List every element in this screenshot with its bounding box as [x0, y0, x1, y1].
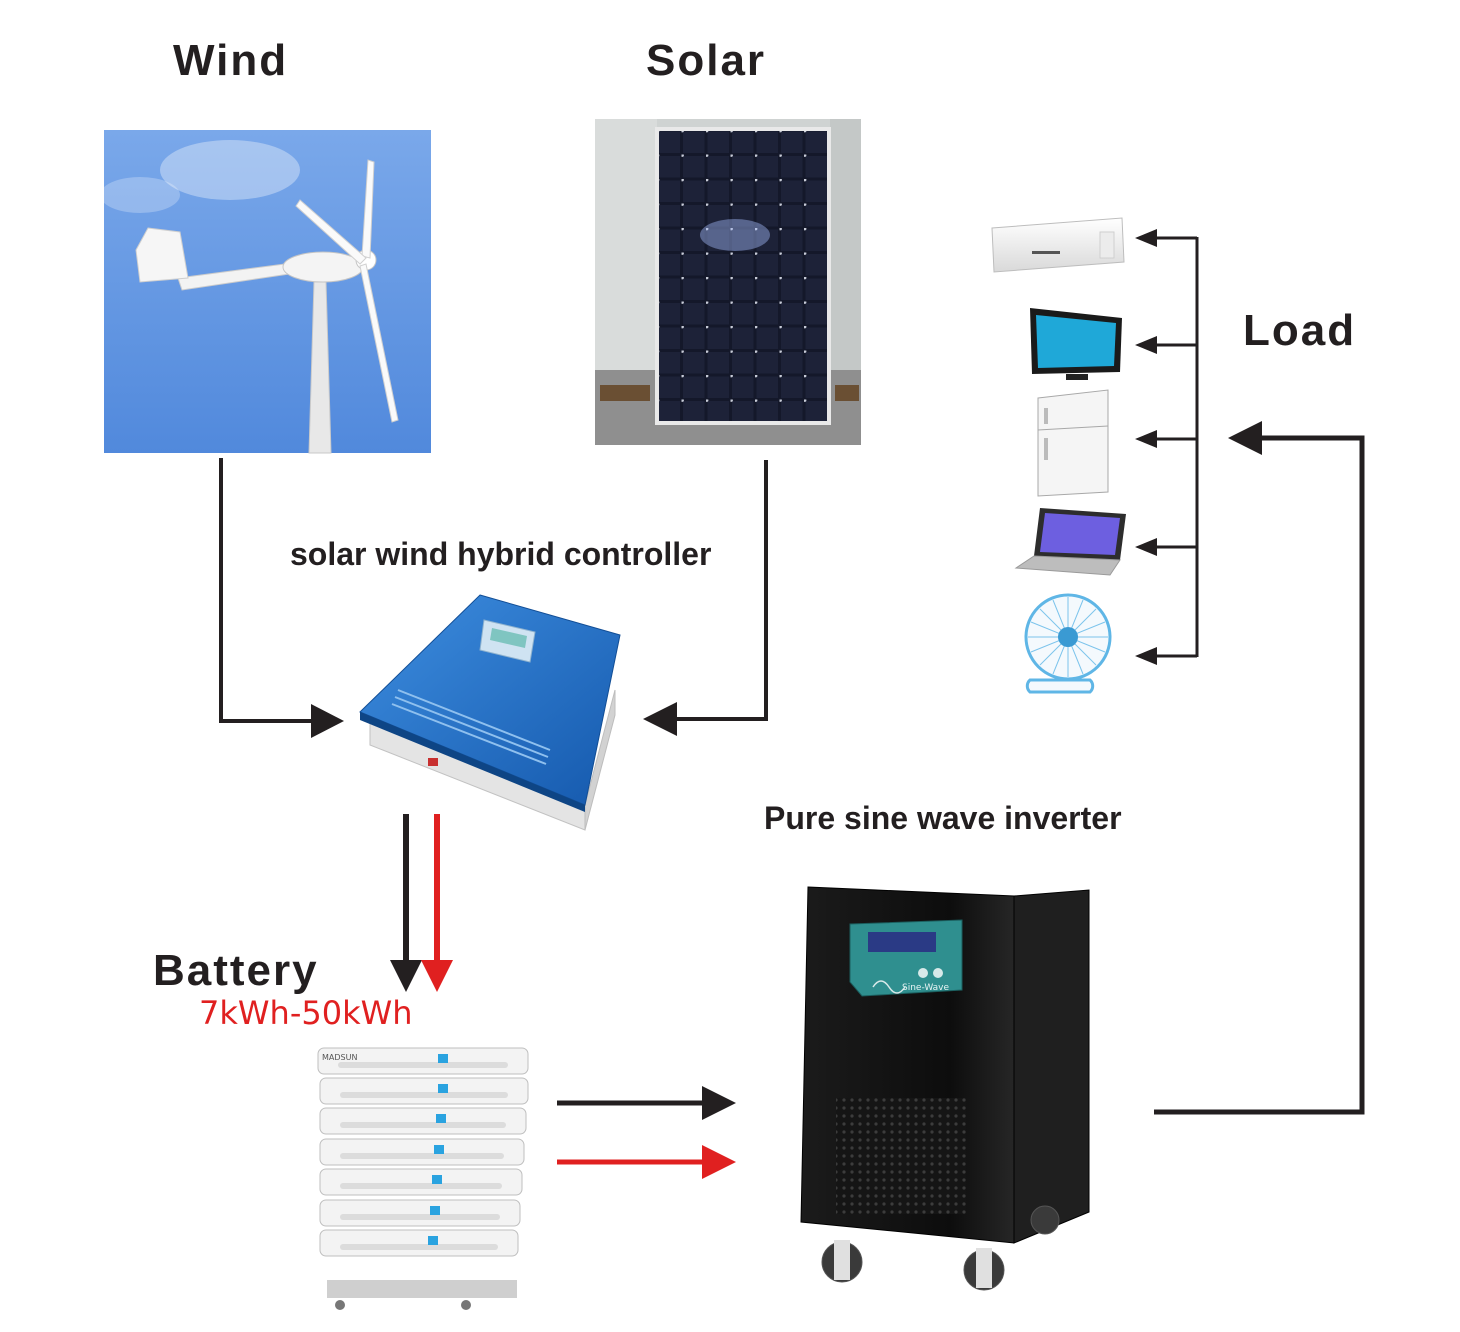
- refrigerator-icon: [1037, 389, 1109, 497]
- wind-to-controller-arrowhead: [311, 704, 344, 738]
- battery-module-indicator: [436, 1114, 446, 1123]
- inverter-label: Pure sine wave inverter: [764, 800, 1122, 836]
- battery-module-slot: [340, 1244, 498, 1250]
- electric-fan-icon: [1024, 593, 1112, 694]
- battery-module-indicator: [438, 1084, 448, 1093]
- battery-module-indicator: [430, 1206, 440, 1215]
- battery-stack-icon: MADSUN: [317, 1047, 529, 1310]
- air-conditioner-icon: [991, 217, 1125, 273]
- battery-module-indicator: [428, 1236, 438, 1245]
- battery-module: [319, 1138, 525, 1166]
- battery-module: [319, 1168, 523, 1196]
- charge-controller-icon: [359, 594, 621, 831]
- battery-label: Battery: [153, 946, 319, 995]
- solar-to-controller-arrowhead: [643, 702, 677, 736]
- battery-module-slot: [340, 1092, 508, 1098]
- battery-module-slot: [338, 1062, 508, 1068]
- battery-module: [319, 1107, 527, 1135]
- inverter-to-load-arrow: [1154, 421, 1365, 1115]
- controller-to-battery-arrows: [390, 814, 453, 992]
- solar-to-controller-arrow: [675, 460, 768, 721]
- battery-module-indicator: [438, 1054, 448, 1063]
- battery-module-slot: [340, 1214, 500, 1220]
- battery-module: [319, 1077, 529, 1105]
- battery-module-slot: [340, 1183, 502, 1189]
- battery-to-inverter-arrows: [557, 1086, 736, 1179]
- inverter-badge-text: Sine-Wave: [902, 983, 950, 993]
- battery-module: [319, 1199, 521, 1227]
- battery-brand-text: MADSUN: [322, 1053, 357, 1062]
- controller-label: solar wind hybrid controller: [290, 536, 712, 572]
- inverter-icon: Sine-Wave: [800, 886, 1090, 1291]
- laptop-icon: [1014, 508, 1126, 576]
- battery-module-indicator: [434, 1145, 444, 1154]
- battery-module-slot: [340, 1153, 504, 1159]
- battery-module: [319, 1229, 519, 1257]
- load-distribution-bus: [1135, 229, 1199, 665]
- battery-module-indicator: [432, 1175, 442, 1184]
- wind-to-controller-arrow: [219, 458, 314, 723]
- load-label: Load: [1243, 306, 1357, 355]
- wind-turbine-icon: [100, 130, 431, 454]
- solar-panel-icon: [595, 119, 861, 445]
- battery-module-slot: [340, 1122, 506, 1128]
- solar-label: Solar: [646, 36, 767, 85]
- wind-label: Wind: [173, 36, 289, 85]
- battery-capacity-label: 7kWh-50kWh: [199, 994, 413, 1032]
- television-icon: [1030, 308, 1122, 380]
